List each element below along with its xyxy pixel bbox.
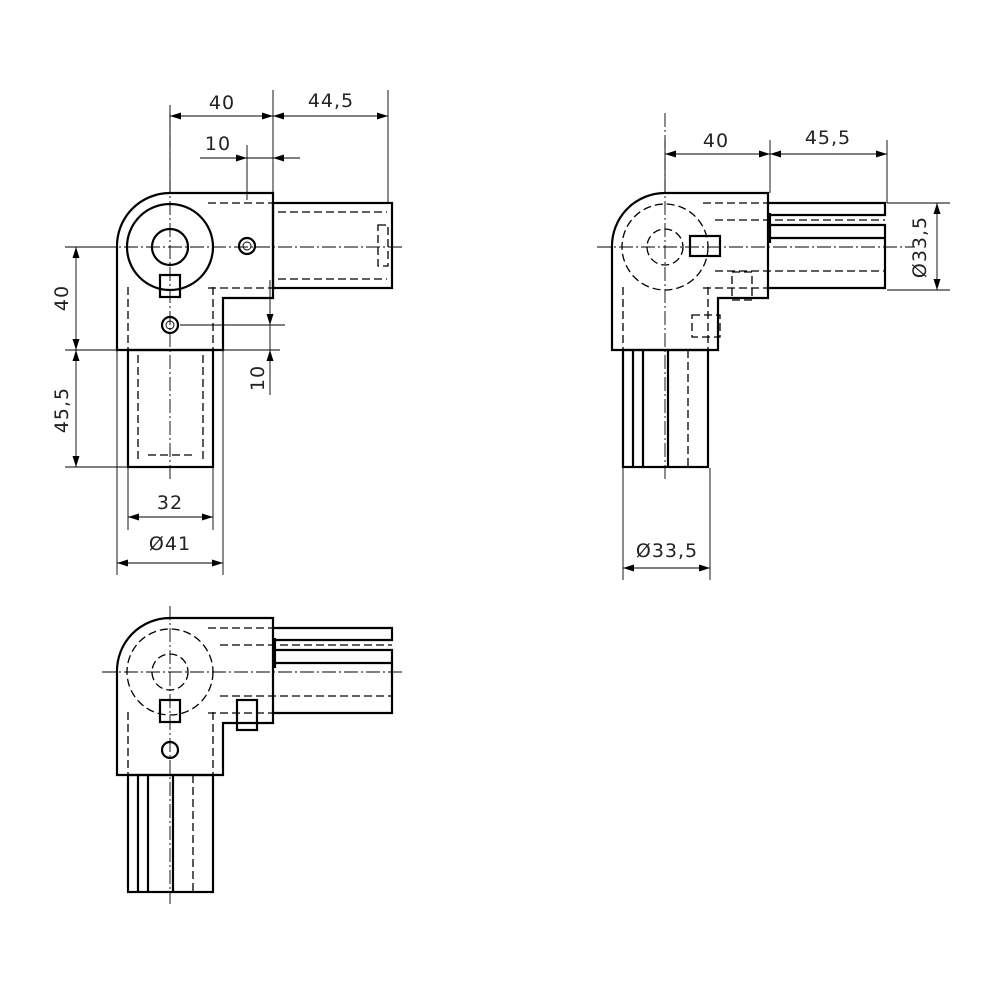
tube-end-hidden xyxy=(377,224,389,267)
dim-height-arm: 45,5 xyxy=(51,387,73,433)
front-view xyxy=(102,113,402,479)
dimension-arrow xyxy=(202,513,213,521)
set-screw-icon xyxy=(691,314,721,338)
bottom-tube xyxy=(126,773,215,894)
dimension-arrow xyxy=(128,513,139,521)
dim-screw-offset-h: 10 xyxy=(205,133,231,155)
dim-screw-offset-v: 10 xyxy=(247,365,269,391)
set-screw-icon xyxy=(731,271,753,301)
side-view xyxy=(597,113,915,479)
set-screw-icon xyxy=(235,698,259,732)
dimension-arrow xyxy=(266,314,274,325)
dimension-arrow xyxy=(236,154,247,162)
dimension-arrow xyxy=(699,564,710,572)
dimension-arrow xyxy=(933,279,941,290)
dim-width-arm: 44,5 xyxy=(308,90,354,112)
right-tube xyxy=(768,201,887,290)
dimension-arrow xyxy=(933,203,941,214)
dimension-arrow xyxy=(770,150,781,158)
set-screw-icon xyxy=(688,234,722,258)
dimension-arrow xyxy=(876,150,887,158)
dim-inner-dia: 32 xyxy=(157,492,183,514)
dimensions: 40 44,5 10 40 45,5 10 32 Ø41 40 45,5 Ø33… xyxy=(51,90,950,580)
dimension-arrow xyxy=(759,150,770,158)
dimension-arrow xyxy=(273,112,284,120)
screw-icon xyxy=(242,241,252,251)
dimension-arrow xyxy=(665,150,676,158)
dim-width-main: 40 xyxy=(209,92,235,114)
dimension-arrow xyxy=(262,112,273,120)
dimension-arrow xyxy=(212,559,223,567)
dimension-arrow xyxy=(170,112,181,120)
body-outline xyxy=(115,616,275,777)
dimension-arrow xyxy=(273,154,284,162)
dimension-arrow xyxy=(72,339,80,350)
dimension-arrow xyxy=(72,456,80,467)
dimension-arrow xyxy=(72,247,80,258)
dimension-arrow xyxy=(72,350,80,361)
body-outline xyxy=(610,191,770,352)
dim-side-width-arm: 45,5 xyxy=(805,127,851,149)
dimension-arrow xyxy=(117,559,128,567)
dim-tube-dia-right: Ø33,5 xyxy=(909,216,931,278)
right-tube xyxy=(271,201,394,290)
right-tube xyxy=(273,626,394,715)
bottom-tube xyxy=(621,348,710,469)
dim-side-width-main: 40 xyxy=(703,130,729,152)
dim-tube-dia-bottom: Ø33,5 xyxy=(636,540,698,562)
dim-height-main: 40 xyxy=(51,285,73,311)
screw-icon xyxy=(237,236,257,256)
dim-outer-dia: Ø41 xyxy=(149,533,191,555)
dimension-arrow xyxy=(623,564,634,572)
bottom-view xyxy=(102,606,402,904)
bottom-tube xyxy=(126,348,215,469)
dimension-arrow xyxy=(377,112,388,120)
dimension-arrow xyxy=(266,350,274,361)
